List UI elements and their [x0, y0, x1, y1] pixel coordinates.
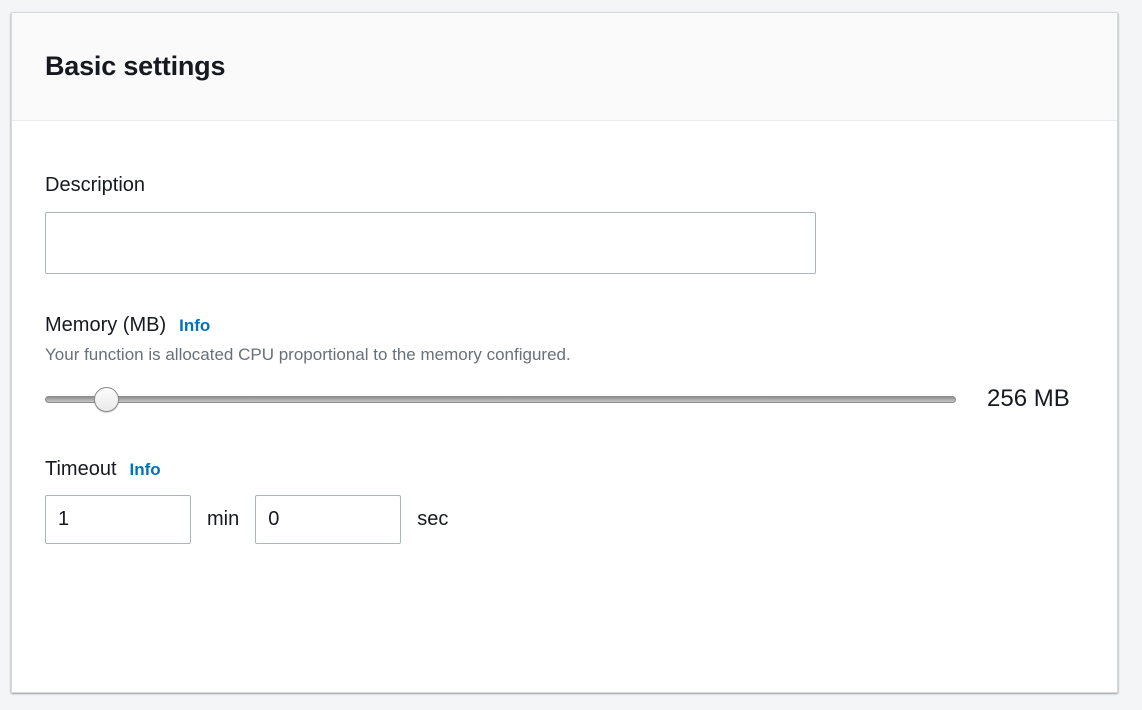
memory-slider[interactable] [45, 382, 956, 416]
memory-field-group: Memory (MB) Info Your function is alloca… [45, 313, 1084, 416]
panel-body: Description Memory (MB) Info Your functi… [12, 121, 1117, 545]
timeout-minutes-unit: min [207, 508, 240, 531]
memory-helper-text: Your function is allocated CPU proportio… [45, 345, 571, 364]
memory-slider-row: 256 MB [45, 382, 1084, 416]
timeout-inputs-row: min sec [45, 495, 1084, 545]
timeout-seconds-unit: sec [417, 508, 449, 531]
memory-info-link[interactable]: Info [179, 316, 211, 335]
timeout-minutes-input[interactable] [45, 495, 191, 545]
memory-slider-track[interactable] [45, 396, 956, 404]
memory-label-text: Memory (MB) [45, 314, 167, 336]
description-label: Description [45, 173, 1084, 197]
basic-settings-panel: Basic settings Description Memory (MB) I… [11, 12, 1118, 693]
timeout-info-link[interactable]: Info [129, 460, 161, 480]
description-input[interactable] [45, 212, 816, 274]
memory-value-label: 256 MB [987, 385, 1070, 413]
timeout-label: Timeout Info [45, 457, 1084, 481]
page-title: Basic settings [45, 50, 226, 81]
timeout-field-group: Timeout Info min sec [45, 457, 1084, 545]
description-field-group: Description [45, 173, 1084, 274]
memory-label: Memory (MB) Info [45, 313, 1084, 337]
panel-header: Basic settings [12, 13, 1117, 121]
timeout-seconds-input[interactable] [255, 495, 402, 545]
memory-slider-thumb[interactable] [93, 387, 119, 413]
description-label-text: Description [45, 174, 146, 196]
timeout-label-text: Timeout [45, 458, 117, 481]
